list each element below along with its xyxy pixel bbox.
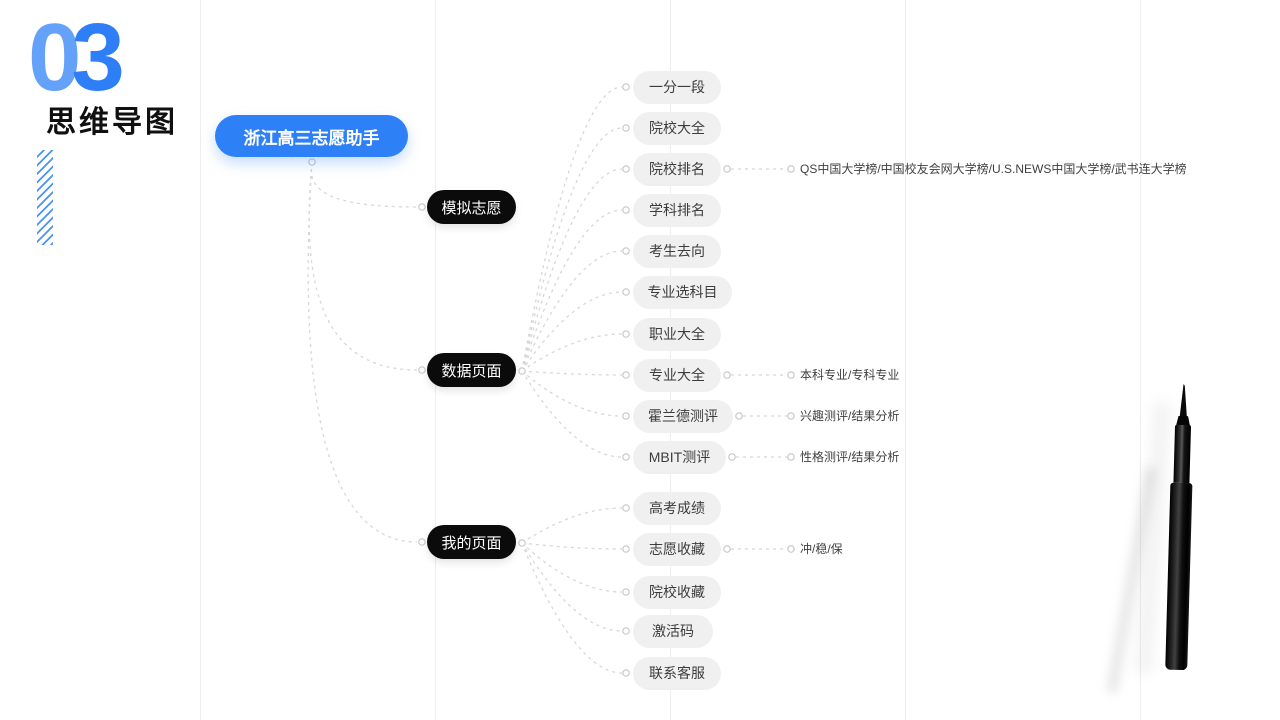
leaf-node-mbit-test: MBIT测评 [633,440,726,474]
root-node: 浙江高三志愿助手 [215,115,408,157]
note-college-ranking: QS中国大学榜/中国校友会网大学榜/U.S.NEWS中国大学榜/武书连大学榜 [800,162,1187,176]
leaf-node-application-favorites: 志愿收藏 [633,532,721,566]
pen-barrel [1165,482,1193,671]
hatch-decoration [37,150,53,245]
leaf-node-career-list: 职业大全 [633,317,721,351]
leaf-node-gaokao-score: 高考成绩 [633,491,721,525]
leaf-node-candidate-destination: 考生去向 [633,234,721,268]
leaf-node-major-subject-selection: 专业选科目 [633,275,732,309]
section-number: 03 [28,10,125,106]
note-holland-test: 兴趣测评/结果分析 [800,409,900,423]
leaf-node-holland-test: 霍兰德测评 [633,399,733,433]
page-title: 思维导图 [46,106,178,139]
note-mbit-test: 性格测评/结果分析 [800,450,900,464]
note-major-list: 本科专业/专科专业 [800,368,900,382]
leaf-node-activation-code: 激活码 [633,614,713,648]
pen-tip [1179,384,1188,418]
pen-neck [1173,424,1192,484]
note-application-favorites: 冲/稳/保 [800,542,843,556]
leaf-node-college-ranking: 院校排名 [633,152,721,186]
pen-image [1154,383,1210,684]
grid-line [1140,0,1141,720]
leaf-node-subject-ranking: 学科排名 [633,193,721,227]
leaf-node-contact-support: 联系客服 [633,656,721,690]
leaf-node-college-favorites: 院校收藏 [633,575,721,609]
grid-line [200,0,201,720]
branch-node-simulated-application: 模拟志愿 [427,190,516,224]
grid-line [905,0,906,720]
leaf-node-score-segment: 一分一段 [633,70,721,104]
leaf-node-major-list: 专业大全 [633,358,721,392]
branch-node-my-page: 我的页面 [427,525,516,559]
leaf-node-college-list: 院校大全 [633,111,721,145]
branch-node-data-page: 数据页面 [427,353,516,387]
